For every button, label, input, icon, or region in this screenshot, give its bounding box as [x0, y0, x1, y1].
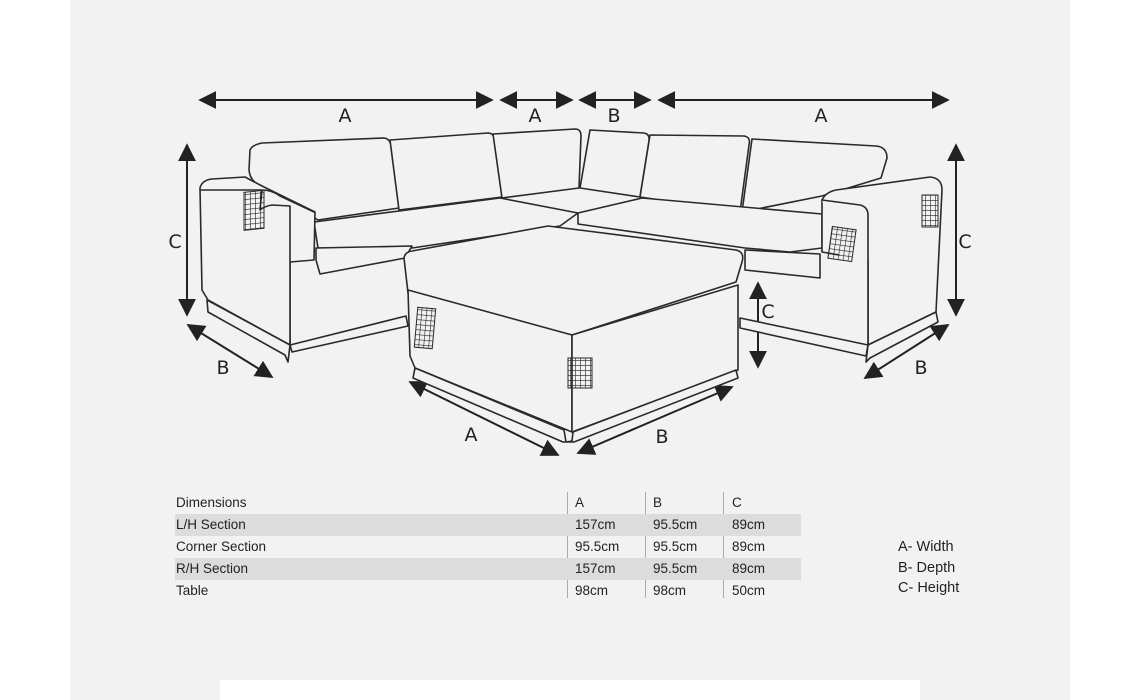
back-cushion-right-outer	[741, 138, 888, 213]
table-row: Table 98cm 98cm 50cm	[175, 580, 801, 602]
label-top-a1: A	[339, 105, 352, 127]
dimensions-table: Dimensions A B C L/H Section 157cm 95.5c…	[175, 492, 801, 602]
table-base	[412, 367, 739, 443]
label-left-height: C	[168, 231, 181, 253]
table-row: Corner Section 95.5cm 95.5cm 89cm	[175, 536, 801, 558]
table-divider	[645, 492, 646, 598]
label-top-a3: A	[815, 105, 828, 127]
sofa-outline	[199, 128, 943, 443]
row-value-c: 89cm	[732, 561, 766, 576]
label-right-depth: B	[914, 357, 927, 379]
arrow-table-width	[408, 381, 560, 456]
row-value-a: 157cm	[575, 517, 616, 532]
table-row: L/H Section 157cm 95.5cm 89cm	[175, 514, 801, 536]
legend-depth: B- Depth	[898, 559, 956, 576]
label-right-height: C	[958, 231, 971, 253]
label-table-width: A	[465, 424, 478, 446]
back-cushion-corner-left	[492, 128, 582, 199]
seat-right	[577, 197, 823, 253]
row-value-b: 95.5cm	[653, 517, 698, 532]
right-base	[865, 311, 939, 363]
label-table-depth: B	[655, 426, 668, 448]
row-value-c: 89cm	[732, 517, 766, 532]
header-b: B	[653, 495, 663, 510]
legend-width: A- Width	[898, 539, 954, 555]
table-divider	[567, 492, 568, 598]
header-a: A	[575, 495, 585, 510]
header-c: C	[732, 495, 742, 510]
row-value-a: 95.5cm	[575, 539, 620, 554]
seat-left-front	[315, 245, 413, 275]
table-header-row: Dimensions A B C	[175, 492, 801, 514]
row-label: R/H Section	[176, 561, 249, 576]
dimension-arrows	[178, 91, 965, 456]
table-side-right	[571, 284, 739, 433]
mesh-patch-right-side	[921, 194, 939, 228]
back-cushion-corner-right	[579, 129, 650, 198]
row-value-b: 95.5cm	[653, 539, 698, 554]
row-value-b: 95.5cm	[653, 561, 698, 576]
mesh-patches	[243, 189, 939, 389]
row-label: Table	[176, 583, 209, 598]
left-base	[206, 299, 291, 363]
arrow-table-depth	[576, 385, 734, 455]
right-arm-front	[821, 199, 869, 346]
right-base-front	[739, 317, 869, 357]
row-value-c: 50cm	[732, 583, 766, 598]
back-cushion-left-inner	[389, 132, 503, 211]
bottom-strip	[220, 680, 920, 700]
dimension-legend: A- Width B- Depth C- Height	[898, 537, 959, 599]
label-left-depth: B	[216, 357, 229, 379]
mesh-patch-left-arm	[243, 189, 265, 231]
legend-height: C- Height	[898, 580, 960, 596]
arrow-left-depth	[186, 324, 274, 378]
seat-right-front	[744, 249, 821, 279]
label-table-height: C	[761, 301, 774, 323]
row-value-b: 98cm	[653, 583, 687, 598]
header-dimensions: Dimensions	[176, 495, 247, 510]
label-top-b: B	[607, 105, 620, 127]
back-cushion-right-inner	[639, 134, 751, 213]
row-value-a: 157cm	[575, 561, 616, 576]
label-top-a2: A	[529, 105, 542, 127]
row-label: Corner Section	[176, 539, 267, 554]
table-divider	[723, 492, 724, 598]
mesh-patch-right-arm	[827, 225, 857, 263]
table-row: R/H Section 157cm 95.5cm 89cm	[175, 558, 801, 580]
row-value-a: 98cm	[575, 583, 609, 598]
row-label: L/H Section	[176, 517, 246, 532]
mesh-patch-table-left	[413, 306, 437, 350]
row-value-c: 89cm	[732, 539, 766, 554]
dimension-labels: A A B A C B C B C A B	[168, 105, 971, 448]
table-top	[403, 225, 744, 336]
arrow-right-depth	[863, 324, 950, 379]
mesh-patch-table-right	[567, 357, 593, 389]
left-base-front	[289, 315, 409, 353]
